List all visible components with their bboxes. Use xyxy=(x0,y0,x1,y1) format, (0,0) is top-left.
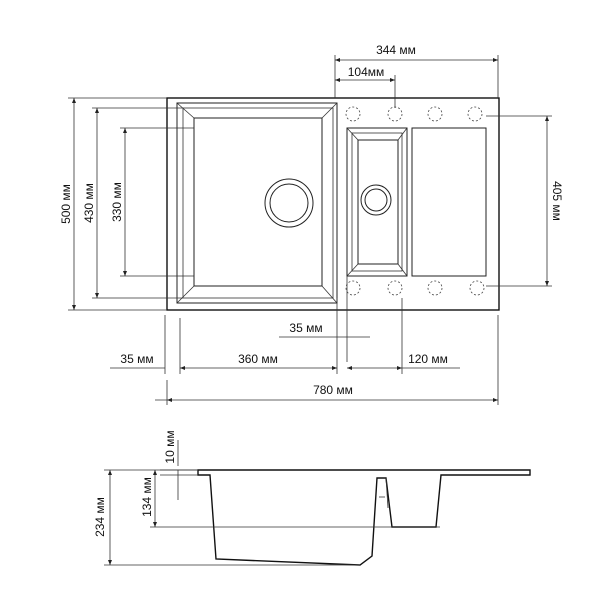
label-500: 500 мм xyxy=(59,184,73,224)
dim-330: 330 мм xyxy=(110,127,194,277)
small-drain-inner xyxy=(364,188,388,212)
dim-500: 500 мм xyxy=(59,97,167,311)
dim-405: 405 мм xyxy=(486,115,564,287)
top-view: 344 мм 104мм 500 мм 430 мм xyxy=(59,43,564,405)
drainboard xyxy=(411,127,487,277)
dim-344: 344 мм xyxy=(334,43,499,98)
label-344: 344 мм xyxy=(376,43,416,57)
side-view: 10 мм 134 мм 234 мм xyxy=(93,430,531,566)
dim-10: 10 мм xyxy=(160,430,198,500)
large-drain-inner xyxy=(269,183,309,223)
dim-134: 134 мм xyxy=(140,470,440,528)
label-104: 104мм xyxy=(348,65,385,79)
label-10: 10 мм xyxy=(163,430,177,463)
label-120: 120 мм xyxy=(408,352,448,366)
label-780: 780 мм xyxy=(313,383,353,397)
small-drain-outer xyxy=(360,184,392,216)
label-35-left: 35 мм xyxy=(120,352,153,366)
large-drain-outer xyxy=(264,178,314,228)
dim-430: 430 мм xyxy=(82,107,183,299)
side-profile xyxy=(197,469,531,566)
large-bowl xyxy=(176,102,338,304)
small-bowl xyxy=(346,127,408,277)
label-234: 234 мм xyxy=(93,497,107,537)
label-430: 430 мм xyxy=(82,183,96,223)
label-330: 330 мм xyxy=(110,182,124,222)
dim-35-gap: 35 мм xyxy=(279,276,370,362)
tap-holes xyxy=(345,106,485,296)
dim-row-bottom: 35 мм 360 мм 120 мм xyxy=(110,298,460,374)
label-35-gap: 35 мм xyxy=(289,321,322,335)
dim-234: 234 мм xyxy=(93,469,360,566)
label-405: 405 мм xyxy=(550,181,564,221)
dim-780: 780 мм xyxy=(155,315,499,405)
label-360: 360 мм xyxy=(238,352,278,366)
dim-104: 104мм xyxy=(335,65,396,108)
sink-outline xyxy=(166,97,500,311)
label-134: 134 мм xyxy=(140,477,154,517)
